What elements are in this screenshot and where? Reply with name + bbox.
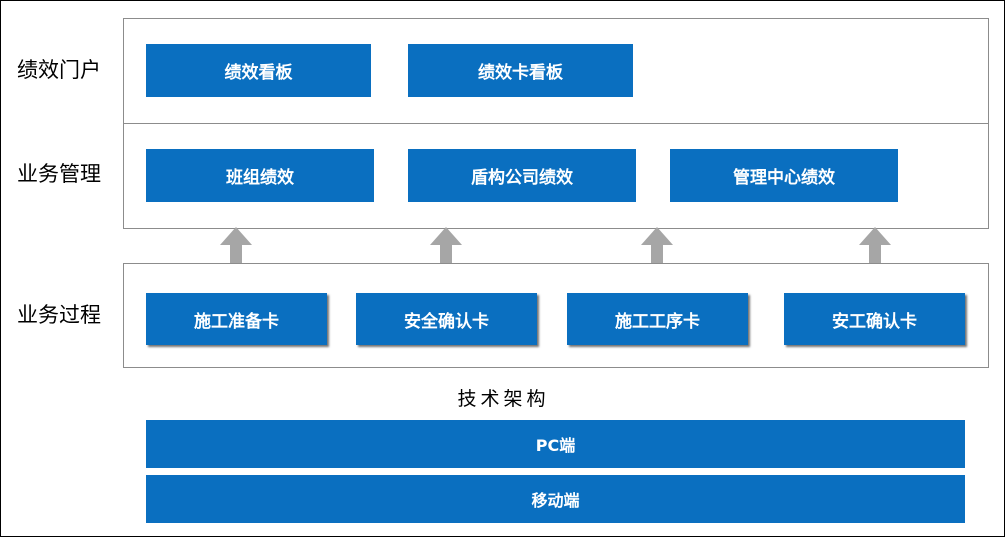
process-item-work-safety-confirmation-card: 安工确认卡 bbox=[784, 293, 965, 345]
management-layer-label: 业务管理 bbox=[17, 162, 101, 186]
up-arrow-icon bbox=[859, 227, 891, 295]
up-arrow-icon bbox=[641, 227, 673, 295]
process-item-safety-confirmation-card: 安全确认卡 bbox=[356, 293, 537, 345]
tech-architecture-title: 技术架构 bbox=[457, 388, 550, 410]
up-arrow-icon bbox=[220, 227, 252, 295]
portal-layer-label: 绩效门户 bbox=[17, 58, 101, 82]
up-arrow-icon bbox=[430, 227, 462, 295]
tech-item-pc: PC端 bbox=[146, 420, 965, 468]
management-item-shield-company-performance: 盾构公司绩效 bbox=[408, 149, 636, 202]
tech-item-mobile: 移动端 bbox=[146, 475, 965, 523]
management-item-management-center-performance: 管理中心绩效 bbox=[670, 149, 898, 202]
portal-item-performance-card-board: 绩效卡看板 bbox=[408, 44, 633, 97]
process-item-construction-process-card: 施工工序卡 bbox=[567, 293, 748, 345]
management-item-team-performance: 班组绩效 bbox=[146, 149, 374, 202]
process-layer-label: 业务过程 bbox=[17, 303, 101, 327]
portal-item-performance-board: 绩效看板 bbox=[146, 44, 371, 97]
process-item-construction-preparation-card: 施工准备卡 bbox=[146, 293, 327, 345]
